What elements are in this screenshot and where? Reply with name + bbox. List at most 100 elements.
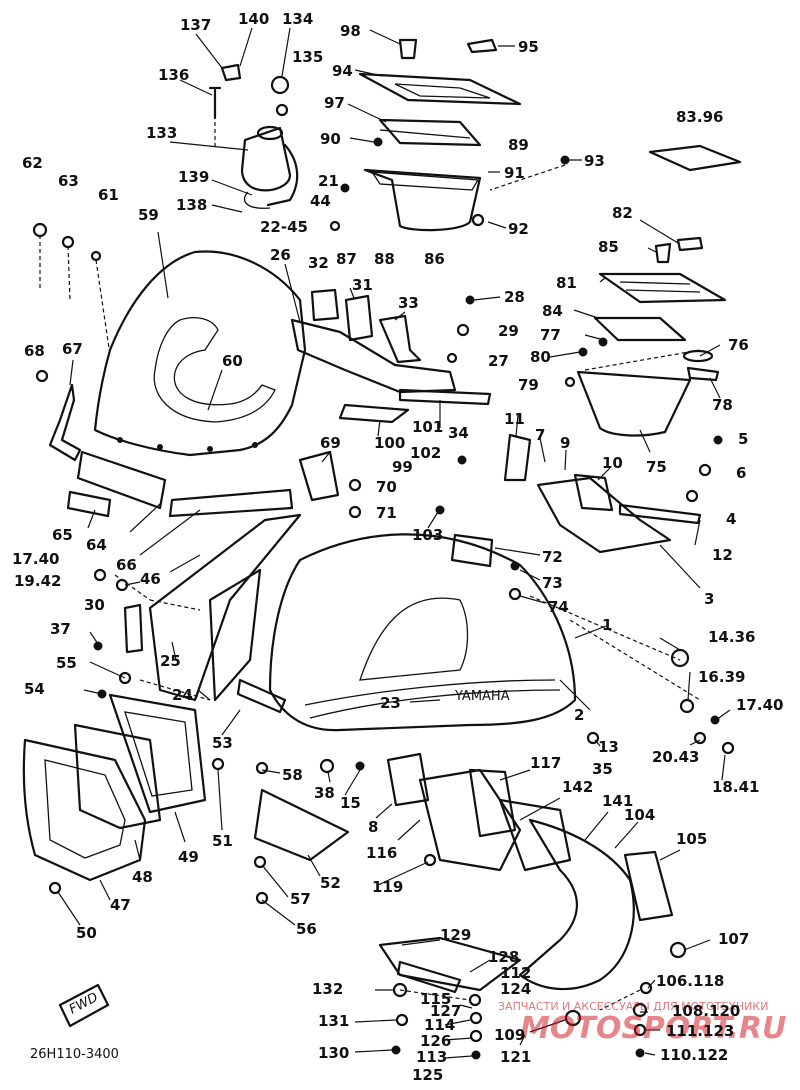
callout-26: 26	[270, 246, 291, 264]
callout-35: 35	[592, 760, 613, 778]
pad-8	[386, 752, 430, 807]
callout-14-36: 14.36	[708, 628, 755, 646]
callout-44: 44	[310, 192, 331, 210]
callout-100: 100	[374, 434, 405, 452]
panel-49-inner	[124, 711, 193, 797]
callout-38: 38	[314, 784, 335, 802]
callout-70: 70	[376, 478, 397, 496]
bracket-67	[48, 383, 82, 462]
callout-90: 90	[320, 130, 341, 148]
panel-94-inner	[394, 83, 491, 99]
callout-140: 140	[238, 10, 269, 28]
callout-58: 58	[282, 766, 303, 784]
lower-cowl-104	[518, 818, 635, 991]
callout-134: 134	[282, 10, 313, 28]
mirror-72	[450, 533, 494, 568]
stay-128	[396, 960, 462, 994]
callout-133: 133	[146, 124, 177, 142]
latch-78	[686, 366, 720, 382]
callout-17-40a: 17.40	[12, 550, 59, 568]
bolt-136	[208, 86, 222, 120]
lid-81	[598, 272, 727, 304]
callout-73: 73	[542, 574, 563, 592]
stay-11	[503, 433, 532, 482]
hose-139	[243, 191, 271, 209]
callout-20-43: 20.43	[652, 748, 699, 766]
callout-113: 113	[416, 1048, 447, 1066]
callout-132: 132	[312, 980, 343, 998]
callout-127: 127	[430, 1002, 461, 1020]
callout-131: 131	[318, 1012, 349, 1030]
callout-80: 80	[530, 348, 551, 366]
callout-1: 1	[602, 616, 612, 634]
callout-111-123: 111.123	[666, 1022, 734, 1040]
callout-135: 135	[292, 48, 323, 66]
callout-141: 141	[602, 792, 633, 810]
callout-28: 28	[504, 288, 525, 306]
windscreen	[93, 250, 307, 457]
callout-72: 72	[542, 548, 563, 566]
callout-76: 76	[728, 336, 749, 354]
callout-labels: 137 140 134 135 98 95 136 94 97 83.96 13…	[12, 10, 783, 1084]
callout-116: 116	[366, 844, 397, 862]
callout-121: 121	[500, 1048, 531, 1066]
callout-95: 95	[518, 38, 539, 56]
callout-23: 23	[380, 694, 401, 712]
stay-129	[378, 936, 522, 992]
callout-129: 129	[440, 926, 471, 944]
callout-84: 84	[542, 302, 563, 320]
callout-114: 114	[424, 1016, 455, 1034]
callout-108-120: 108.120	[672, 1002, 740, 1020]
box-86	[363, 168, 482, 232]
windscreen-inner	[153, 317, 276, 423]
ring-135	[275, 103, 289, 117]
callout-48: 48	[132, 868, 153, 886]
callout-32: 32	[308, 254, 329, 272]
callout-81: 81	[556, 274, 577, 292]
rod-12	[618, 503, 702, 525]
callout-91: 91	[504, 164, 525, 182]
callout-119: 119	[372, 878, 403, 896]
callout-62: 62	[22, 154, 43, 172]
callout-31: 31	[352, 276, 373, 294]
brand-text: YAMAHA	[454, 689, 510, 704]
callout-6: 6	[736, 464, 746, 482]
trim-66	[168, 488, 294, 518]
callout-105: 105	[676, 830, 707, 848]
callout-112: 112	[500, 964, 531, 982]
panel-47-inner	[44, 759, 126, 859]
callout-85: 85	[598, 238, 619, 256]
callout-7: 7	[535, 426, 545, 444]
callout-66: 66	[116, 556, 137, 574]
callout-4: 4	[726, 510, 736, 528]
hardware	[32, 183, 735, 1060]
callout-52: 52	[320, 874, 341, 892]
callout-55: 55	[56, 654, 77, 672]
panel-48	[73, 723, 162, 830]
callout-59: 59	[138, 206, 159, 224]
callout-24: 24	[172, 686, 193, 704]
callout-125: 125	[412, 1066, 443, 1084]
callout-103: 103	[412, 526, 443, 544]
callout-107: 107	[718, 930, 749, 948]
panel-116	[418, 768, 522, 872]
fairing-cutout	[359, 597, 469, 681]
bracket-26	[290, 318, 457, 394]
plate-83	[648, 144, 742, 172]
callout-57: 57	[290, 890, 311, 908]
callout-142: 142	[562, 778, 593, 796]
callout-130: 130	[318, 1044, 349, 1062]
callout-104: 104	[624, 806, 655, 824]
callout-88: 88	[374, 250, 395, 268]
cover-76	[682, 349, 714, 363]
callout-12: 12	[712, 546, 733, 564]
fwd-stamp	[58, 983, 110, 1028]
callout-98: 98	[340, 22, 361, 40]
box-86-rim	[370, 171, 480, 191]
callout-87: 87	[336, 250, 357, 268]
callout-115: 115	[420, 990, 451, 1008]
callout-30: 30	[84, 596, 105, 614]
callout-69: 69	[320, 434, 341, 452]
nut-92	[471, 213, 485, 227]
